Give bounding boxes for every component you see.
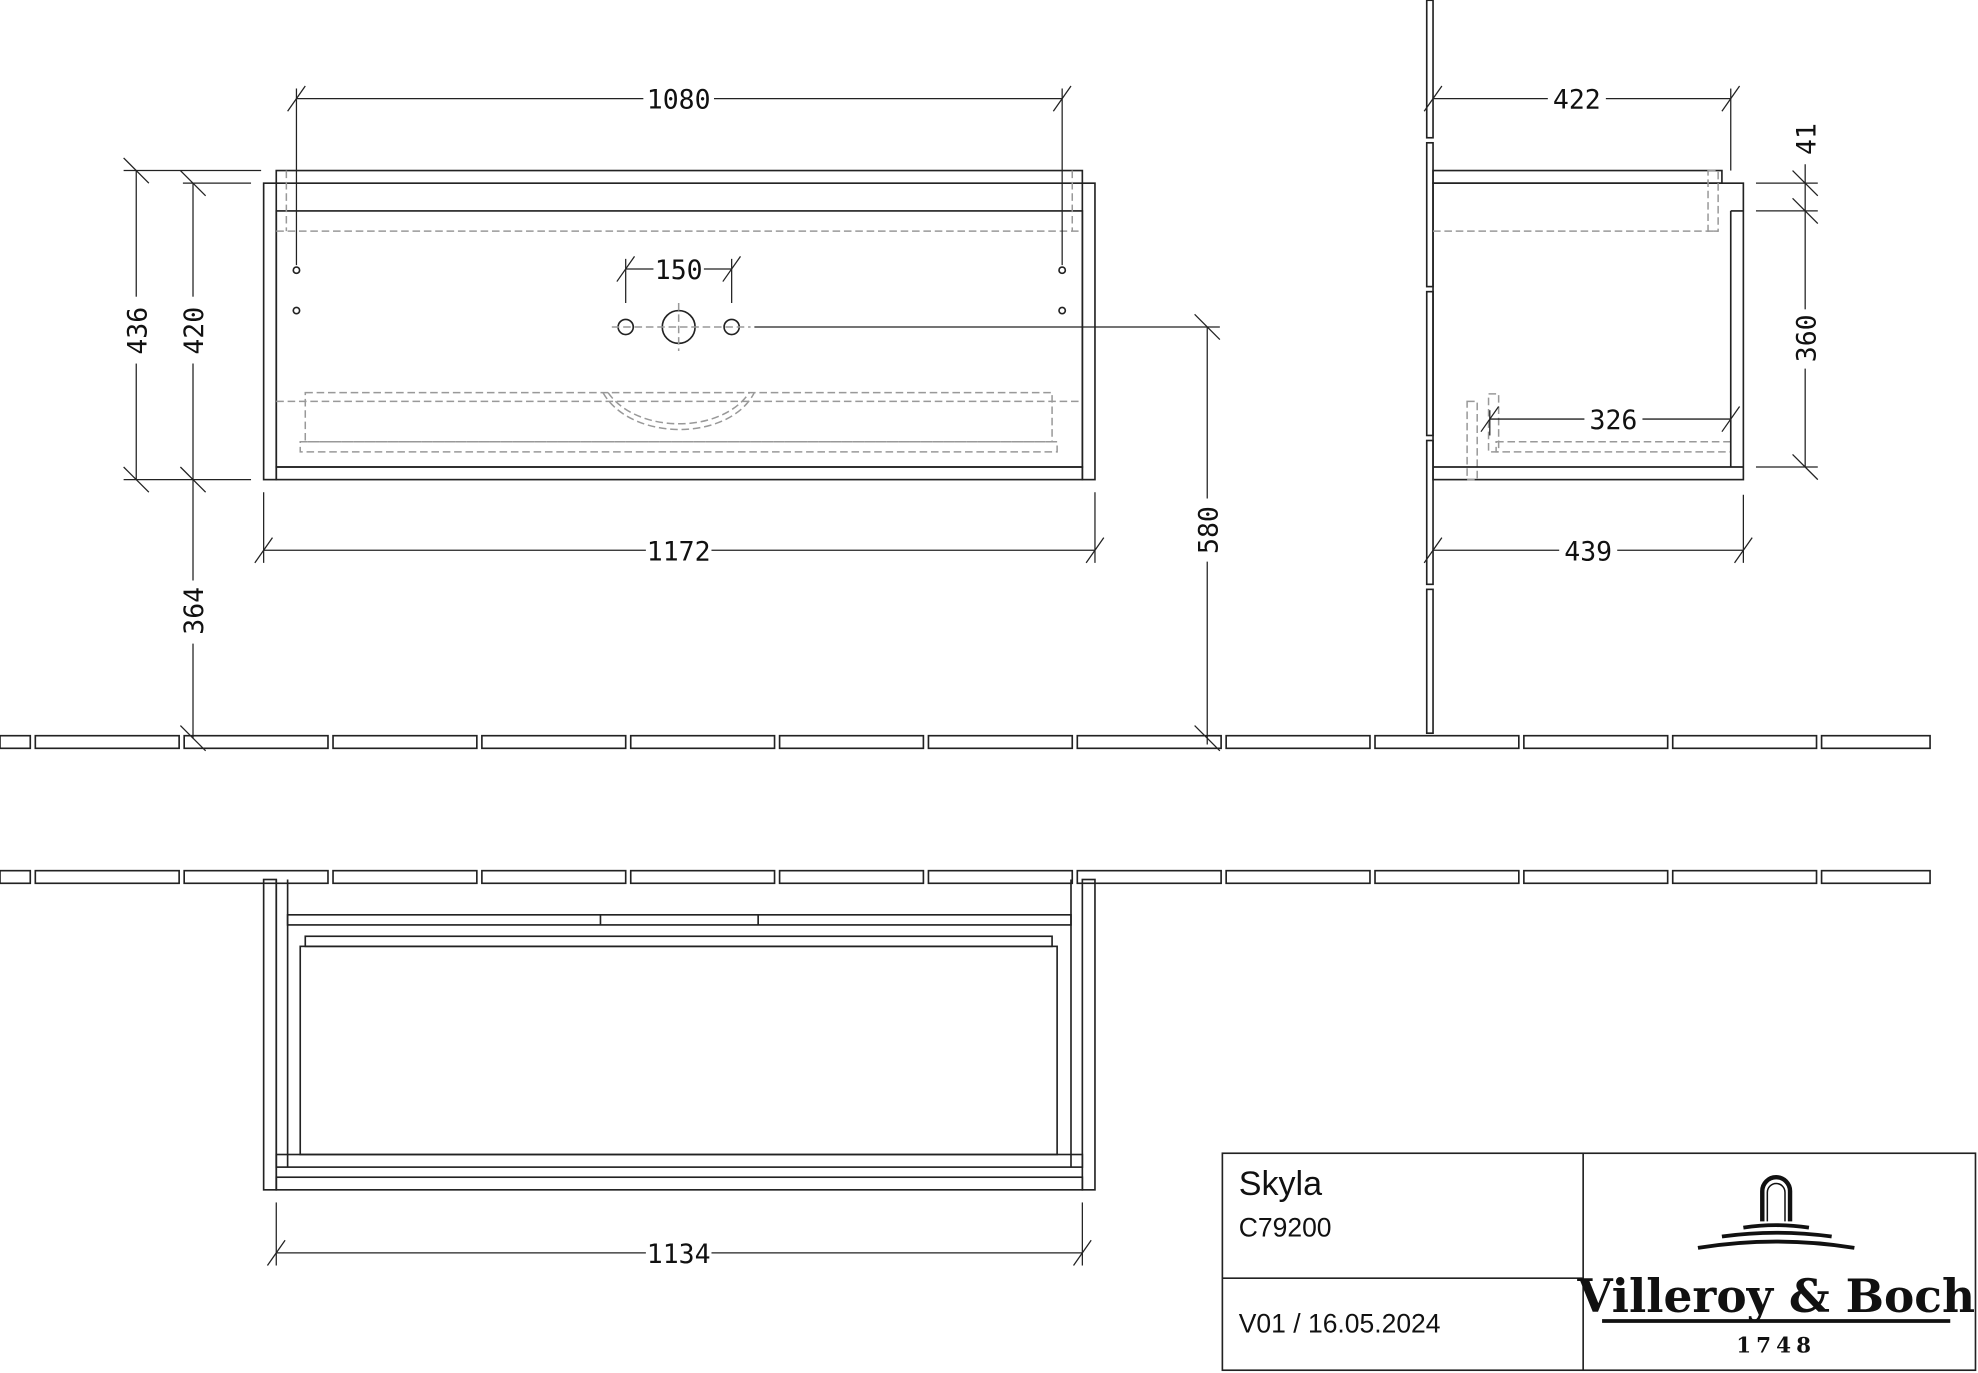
title-block: Skyla C79200 V01 / 16.05.2024 Villeroy &… bbox=[1221, 1152, 1977, 1372]
hatch-segment bbox=[1820, 869, 1931, 885]
hatch-segment bbox=[183, 869, 329, 885]
hatch-segment bbox=[1425, 141, 1434, 288]
hatch-segment bbox=[1374, 869, 1520, 885]
dim-body-height: 420 bbox=[179, 307, 210, 355]
hatch-segment bbox=[629, 734, 776, 750]
dim-body-inner-height: 360 bbox=[1791, 314, 1822, 362]
hatch-segment bbox=[332, 734, 478, 750]
article-number: C79200 bbox=[1239, 1213, 1332, 1243]
product-name: Skyla bbox=[1239, 1165, 1322, 1203]
hatch-segment bbox=[332, 869, 478, 885]
hatch-segment bbox=[1523, 734, 1669, 750]
dim-top-thickness: 41 bbox=[1791, 123, 1822, 155]
mounting-holes bbox=[292, 266, 1067, 315]
version-date: V01 / 16.05.2024 bbox=[1239, 1308, 1441, 1338]
dim-drawer-depth: 326 bbox=[1590, 405, 1638, 436]
side-view: 422 439 326 41 360 bbox=[1423, 0, 1822, 734]
hatch-segment bbox=[778, 734, 925, 750]
hatch-segment bbox=[0, 734, 32, 750]
hatch-segment bbox=[34, 869, 180, 885]
hatch-segment bbox=[1425, 588, 1434, 734]
dim-overall-depth: 439 bbox=[1564, 536, 1612, 567]
hatch-segment bbox=[481, 734, 627, 750]
front-view: 1080 150 1172 436 420 364 580 bbox=[122, 85, 1224, 752]
plan-view: 1134 bbox=[262, 878, 1096, 1270]
hatch-segment bbox=[629, 869, 776, 885]
hatch-segment bbox=[1523, 869, 1669, 885]
tap-holes bbox=[611, 303, 751, 351]
hatch-segment bbox=[1225, 869, 1371, 885]
dim-top-depth: 422 bbox=[1553, 85, 1601, 116]
hatch-segment bbox=[927, 869, 1074, 885]
hatch-segment bbox=[1374, 734, 1520, 750]
floor-and-wall-hatching bbox=[0, 734, 1931, 885]
brand-name: Villeroy & Boch bbox=[1576, 1269, 1975, 1323]
dim-tap-height: 580 bbox=[1193, 506, 1224, 554]
hatch-segment bbox=[1820, 734, 1931, 750]
dim-tap-spacing: 150 bbox=[655, 255, 703, 286]
hatch-segment bbox=[1671, 869, 1818, 885]
hatch-segment bbox=[1425, 290, 1434, 437]
hatch-segment bbox=[481, 869, 627, 885]
dim-floor-clearance: 364 bbox=[179, 587, 210, 635]
dim-inner-width: 1134 bbox=[647, 1239, 711, 1270]
brand-year: 1748 bbox=[1736, 1334, 1816, 1359]
hatch-segment bbox=[778, 869, 925, 885]
hatch-segment bbox=[0, 869, 32, 885]
hatch-segment bbox=[1225, 734, 1371, 750]
hatch-segment bbox=[34, 734, 180, 750]
hatch-segment bbox=[1425, 439, 1434, 586]
hatch-segment bbox=[183, 734, 329, 750]
hatch-segment bbox=[1076, 734, 1222, 750]
hatch-segment bbox=[1425, 0, 1434, 139]
dim-top-width: 1080 bbox=[647, 85, 711, 116]
hatch-segment bbox=[1671, 734, 1818, 750]
dim-overall-height: 436 bbox=[122, 307, 153, 355]
hatch-segment bbox=[927, 734, 1074, 750]
dim-overall-width: 1172 bbox=[647, 536, 711, 567]
brand-logo-icon bbox=[1697, 1175, 1855, 1250]
hatch-segment bbox=[1076, 869, 1222, 885]
